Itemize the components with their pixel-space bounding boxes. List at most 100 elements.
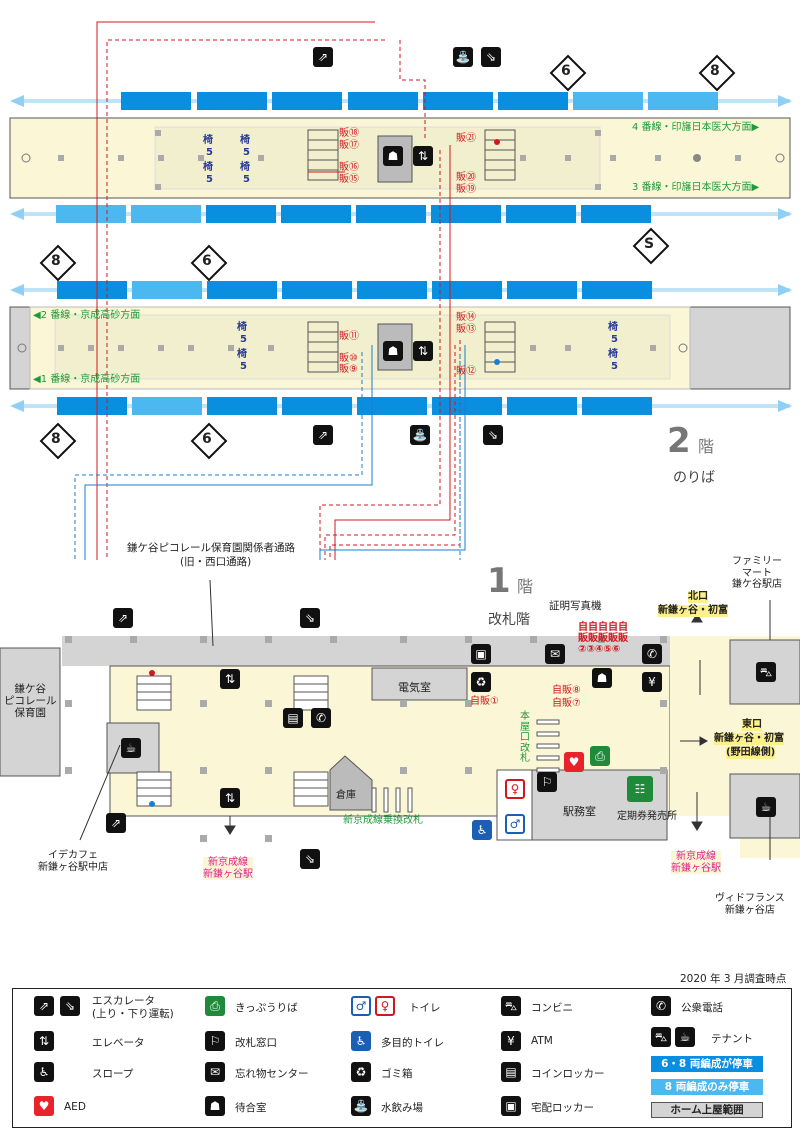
station-office-label: 駅務室: [563, 805, 596, 818]
main-gate-label: 本屋口改札: [520, 711, 530, 764]
legend-ticket: きっぷうりば: [235, 1002, 298, 1014]
commuter-office-label: 定期券発売所: [617, 811, 677, 822]
survey-date: 2020 年 3 月調査時点: [680, 973, 787, 985]
legend-stop-68: 6・8 両編成が停車: [651, 1056, 763, 1072]
ticket-icon: ⎙: [205, 996, 225, 1016]
vending-15: 販⑮: [339, 174, 359, 185]
east-exit-dest2: (野田線側): [726, 747, 776, 759]
east-exit-label: 東口: [742, 719, 762, 731]
vending-20: 販⑳: [456, 172, 476, 183]
bench-num: 5: [243, 174, 250, 185]
line4-label: 4 番線・印旛日本医大方面▶: [632, 122, 760, 133]
ide-cafe-label: イデカフェ 新鎌ヶ谷駅中店: [38, 850, 108, 873]
water-fountain-icon: ⛲: [410, 425, 430, 445]
tenant-cafe-icon: ☕: [675, 1027, 695, 1047]
vending-7-label: 自販⑦: [552, 698, 581, 709]
conveni-icon: ⛍: [501, 996, 521, 1016]
bench-label: 椅: [240, 162, 250, 173]
vending-16: 販⑯: [339, 162, 359, 173]
transfer-gate-label: 新京成線乗換改札: [343, 815, 423, 826]
lost-found-icon: ✉: [205, 1062, 225, 1082]
bench-label: 椅: [203, 135, 213, 146]
floor1-name: 改札階: [488, 612, 530, 628]
vending-10: 販⑩: [339, 353, 358, 364]
waiting-room-icon: ☗: [383, 341, 403, 361]
tenant-cafe-icon: ☕: [756, 797, 776, 817]
legend-tenant: テナント: [711, 1033, 753, 1045]
family-mart-label: ファミリー マート 鎌ケ谷駅店: [732, 556, 782, 590]
escalator-icon: ⇗: [106, 813, 126, 833]
bench-num: 5: [206, 174, 213, 185]
waiting-room-icon: ☗: [205, 1096, 225, 1116]
floor1-unit: 階: [517, 577, 534, 596]
aed-icon: ♥: [564, 752, 584, 772]
water-fountain-icon: ⛲: [351, 1096, 371, 1116]
toilet-male-icon: ♂: [505, 814, 525, 834]
waiting-room-icon: ☗: [592, 668, 612, 688]
vending-19: 販⑲: [456, 184, 476, 195]
coin-locker-icon: ▤: [283, 708, 303, 728]
vending-13: 販⑬: [456, 324, 476, 335]
escalator-icon: ⇘: [300, 608, 320, 628]
bench-num: 5: [611, 334, 618, 345]
legend-roof: ホーム上屋範囲: [651, 1102, 763, 1118]
floor2-unit: 階: [698, 437, 715, 456]
car-mark-8-label: 8: [710, 63, 720, 79]
legend: [12, 988, 792, 1128]
elevator-icon: ⇅: [220, 788, 240, 808]
bench-label: 椅: [203, 162, 213, 173]
vending-17: 販⑰: [339, 140, 359, 151]
concourse-map-1f: [0, 579, 800, 860]
vending-9: 販⑨: [339, 364, 358, 375]
floor2-name: のりば: [673, 470, 715, 486]
bench-label: 椅: [608, 349, 618, 360]
gate-window-icon: ⚐: [537, 772, 557, 792]
vending-14: 販⑭: [456, 312, 476, 323]
nursery-label: 鎌ケ谷 ピコレール 保育園: [4, 683, 57, 720]
toilet-male-icon: ♂: [351, 996, 371, 1016]
ticket-office-icon: ☷: [627, 776, 653, 802]
bench-label: 椅: [240, 135, 250, 146]
phone-icon: ✆: [651, 996, 671, 1016]
ticket-icon: ⎙: [590, 746, 610, 766]
photo-machine-label: 証明写真機: [549, 600, 602, 612]
legend-slope: スロープ: [92, 1068, 134, 1080]
trash-icon: ♻: [471, 672, 491, 692]
water-fountain-icon: ⛲: [453, 47, 473, 67]
legend-toilet: トイレ: [409, 1002, 441, 1014]
east-exit-dest: 新鎌ヶ谷・初富: [714, 733, 784, 745]
floor1-number: 1: [487, 561, 511, 601]
coin-locker-icon: ▤: [501, 1062, 521, 1082]
multi-toilet-icon: ♿: [472, 820, 492, 840]
bench-label: 椅: [237, 322, 247, 333]
elevator-icon: ⇅: [34, 1031, 54, 1051]
car-mark-6-label: 6: [561, 63, 571, 79]
legend-delivery-locker: 宅配ロッカー: [531, 1102, 594, 1114]
escalator-icon: ⇗: [313, 47, 333, 67]
line1-label: ◀1 番線・京成高砂方面: [33, 374, 141, 385]
legend-multi-toilet: 多目的トイレ: [381, 1037, 444, 1049]
phone-icon: ✆: [642, 644, 662, 664]
escalator-down-icon: ⇘: [60, 996, 80, 1016]
legend-elevator: エレベータ: [92, 1037, 145, 1049]
escalator-icon: ⇗: [113, 608, 133, 628]
delivery-locker-icon: ▣: [471, 644, 491, 664]
car-mark-8-label: 8: [51, 431, 61, 447]
legend-atm: ATM: [531, 1035, 553, 1047]
vending-12: 販⑫: [456, 366, 476, 377]
legend-gate-window: 改札窓口: [235, 1037, 277, 1049]
delivery-locker-icon: ▣: [501, 1096, 521, 1116]
track-4: [10, 92, 792, 110]
electric-room-label: 電気室: [398, 681, 431, 694]
phone-icon: ✆: [311, 708, 331, 728]
bench-num: 5: [240, 361, 247, 372]
car-mark-6-label: 6: [202, 253, 212, 269]
escalator-icon: ⇘: [483, 425, 503, 445]
escalator-icon: ⇘: [481, 47, 501, 67]
elevator-icon: ⇅: [220, 669, 240, 689]
shinkeisei-left-label: 新京成線 新鎌ヶ谷駅: [203, 857, 253, 880]
slope-icon: ♿: [34, 1062, 54, 1082]
vending-1-label: 自販①: [470, 696, 499, 707]
escalator-up-icon: ⇗: [34, 996, 54, 1016]
passage-label: 鎌ケ谷ピコレール保育園関係者通路: [127, 542, 295, 554]
